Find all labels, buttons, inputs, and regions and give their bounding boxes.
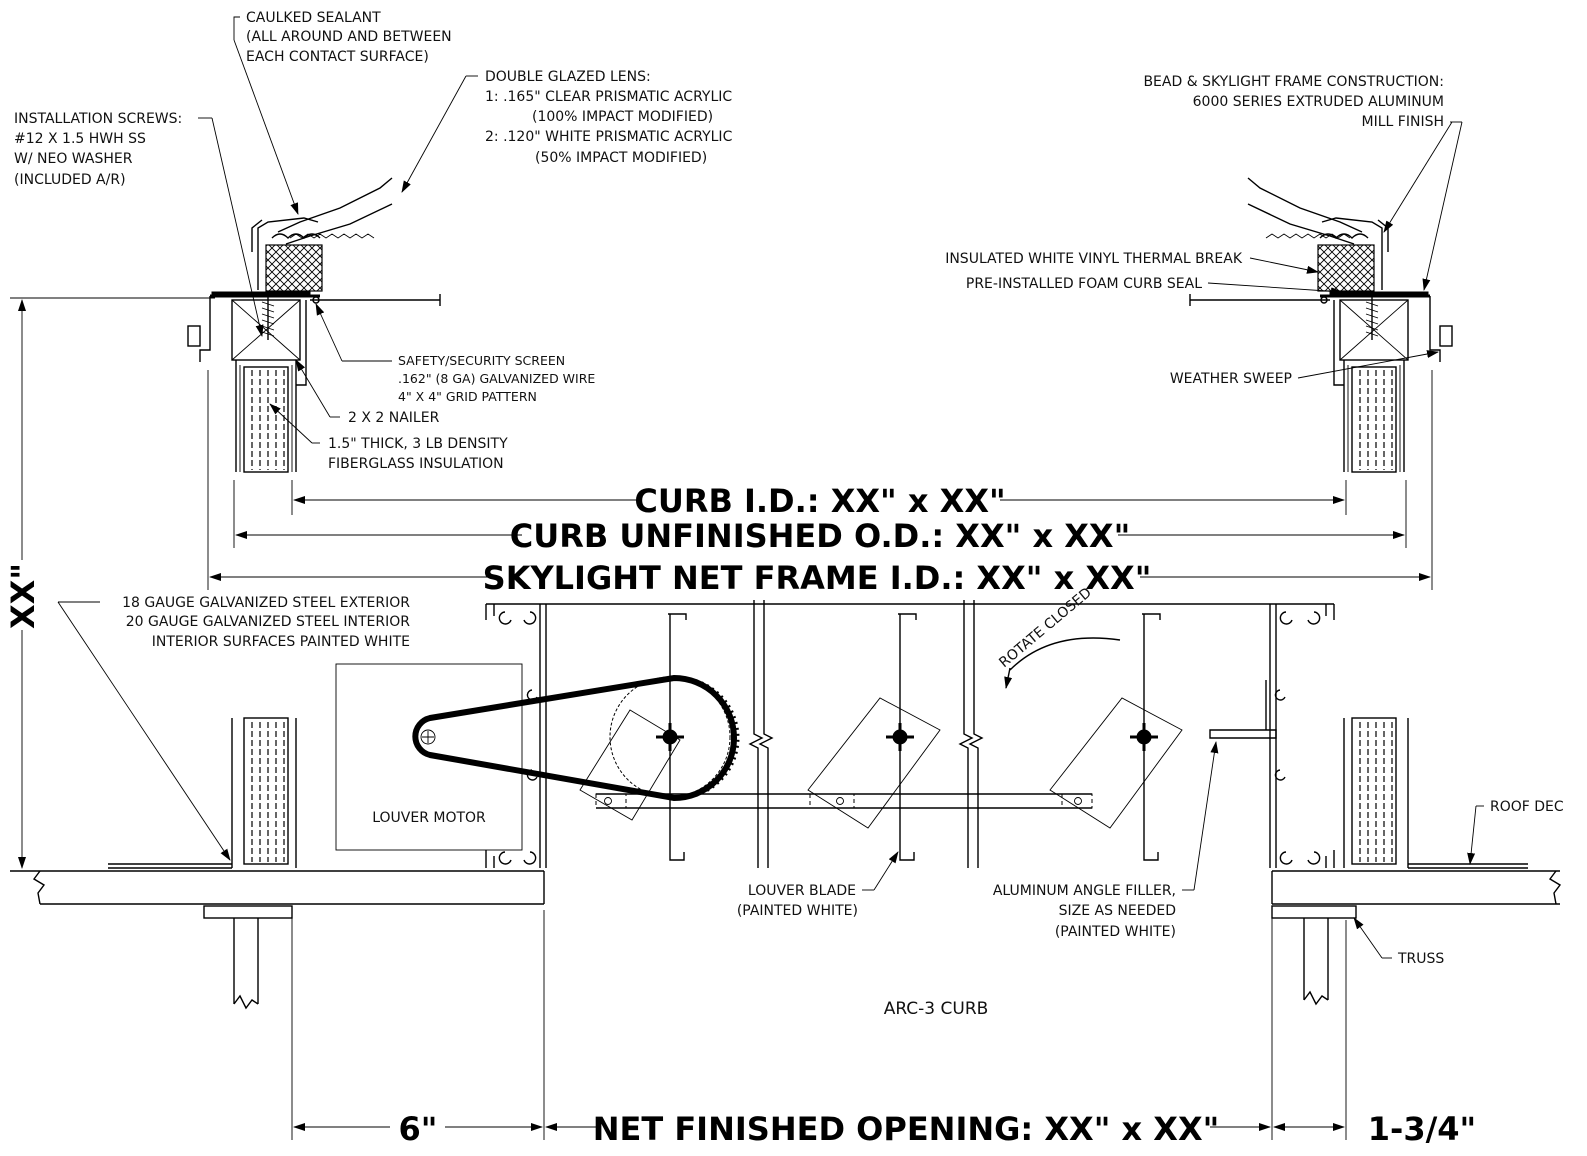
svg-text:FIBERGLASS INSULATION: FIBERGLASS INSULATION	[328, 456, 504, 472]
right-curb-detail	[1189, 177, 1453, 473]
curb-id-label: CURB I.D.: XX" x XX"	[634, 482, 1005, 520]
callout-double-glazed-lens: DOUBLE GLAZED LENS: 1: .165" CLEAR PRISM…	[485, 69, 733, 166]
callout-louver-blade: LOUVER BLADE (PAINTED WHITE)	[737, 883, 858, 919]
lower-left-curb	[108, 717, 297, 869]
svg-text:LOUVER BLADE: LOUVER BLADE	[748, 883, 856, 899]
svg-text:ALUMINUM ANGLE FILLER,: ALUMINUM ANGLE FILLER,	[993, 883, 1176, 899]
svg-text:(PAINTED WHITE): (PAINTED WHITE)	[737, 903, 858, 919]
right-offset-label: 1-3/4"	[1368, 1110, 1476, 1148]
callout-angle-filler: ALUMINUM ANGLE FILLER, SIZE AS NEEDED (P…	[993, 883, 1176, 940]
rotate-closed-label: ROTATE CLOSED	[996, 585, 1095, 671]
svg-text:(ALL AROUND AND BETWEEN: (ALL AROUND AND BETWEEN	[246, 29, 452, 45]
curb-od-dimension: CURB UNFINISHED O.D.: XX" x XX"	[233, 480, 1407, 555]
svg-text:SIZE AS NEEDED: SIZE AS NEEDED	[1059, 903, 1176, 919]
svg-text:BEAD & SKYLIGHT FRAME CONSTRUC: BEAD & SKYLIGHT FRAME CONSTRUCTION:	[1143, 74, 1444, 90]
callout-steel-gauge: 18 GAUGE GALVANIZED STEEL EXTERIOR 20 GA…	[122, 595, 410, 650]
louver-assembly: LOUVER MOTOR ROTATE CLOSED	[335, 585, 1335, 868]
left-curb-detail	[187, 177, 441, 473]
callout-nailer: 2 X 2 NAILER	[348, 410, 440, 426]
height-label: XX"	[4, 563, 42, 629]
pivot-hub-icon	[656, 723, 684, 751]
callout-caulked-sealant: CAULKED SEALANT (ALL AROUND AND BETWEEN …	[246, 10, 452, 65]
leader-lines	[57, 16, 1484, 959]
svg-text:(100% IMPACT MODIFIED): (100% IMPACT MODIFIED)	[532, 109, 713, 125]
curb-id-dimension: CURB I.D.: XX" x XX"	[291, 480, 1347, 520]
callout-roof-deck: ROOF DEC	[1490, 799, 1564, 815]
svg-text:.162" (8 GA) GALVANIZED WIRE: .162" (8 GA) GALVANIZED WIRE	[398, 371, 595, 386]
left-offset-label: 6"	[399, 1110, 438, 1148]
svg-text:1.5" THICK, 3 LB DENSITY: 1.5" THICK, 3 LB DENSITY	[328, 436, 508, 452]
callout-weather-sweep: WEATHER SWEEP	[1170, 371, 1292, 387]
callout-truss: TRUSS	[1397, 951, 1444, 967]
svg-text:18 GAUGE GALVANIZED STEEL EXTE: 18 GAUGE GALVANIZED STEEL EXTERIOR	[122, 595, 410, 611]
callout-insulation: 1.5" THICK, 3 LB DENSITY FIBERGLASS INSU…	[328, 436, 508, 472]
callout-safety-screen: SAFETY/SECURITY SCREEN .162" (8 GA) GALV…	[398, 353, 595, 404]
svg-text:4" X 4" GRID PATTERN: 4" X 4" GRID PATTERN	[398, 389, 537, 404]
svg-text:DOUBLE GLAZED LENS:: DOUBLE GLAZED LENS:	[485, 69, 651, 85]
svg-text:INTERIOR SURFACES PAINTED WHIT: INTERIOR SURFACES PAINTED WHITE	[152, 634, 410, 650]
callout-thermal-break: INSULATED WHITE VINYL THERMAL BREAK	[945, 251, 1243, 267]
svg-text:MILL FINISH: MILL FINISH	[1362, 114, 1444, 130]
curb-od-label: CURB UNFINISHED O.D.: XX" x XX"	[510, 517, 1131, 555]
drawing-caption: ARC-3 CURB	[884, 999, 989, 1019]
height-dimension: XX"	[4, 297, 215, 869]
callout-installation-screws: INSTALLATION SCREWS: #12 X 1.5 HWH SS W/…	[14, 111, 182, 188]
net-opening-label: NET FINISHED OPENING: XX" x XX"	[593, 1110, 1220, 1148]
callout-bead-frame: BEAD & SKYLIGHT FRAME CONSTRUCTION: 6000…	[1143, 74, 1444, 130]
svg-text:(50% IMPACT MODIFIED): (50% IMPACT MODIFIED)	[535, 150, 707, 166]
net-frame-label: SKYLIGHT NET FRAME I.D.: XX" x XX"	[483, 559, 1152, 597]
svg-text:(PAINTED WHITE): (PAINTED WHITE)	[1055, 924, 1176, 940]
svg-text:INSTALLATION SCREWS:: INSTALLATION SCREWS:	[14, 111, 182, 127]
lower-right-curb	[1343, 717, 1528, 869]
net-frame-dimension: SKYLIGHT NET FRAME I.D.: XX" x XX"	[207, 370, 1433, 597]
louver-motor-box	[335, 663, 523, 851]
callout-foam-seal: PRE-INSTALLED FOAM CURB SEAL	[966, 276, 1202, 292]
svg-text:EACH CONTACT SURFACE): EACH CONTACT SURFACE)	[246, 49, 429, 65]
louver-motor-label: LOUVER MOTOR	[372, 810, 486, 826]
svg-text:SAFETY/SECURITY SCREEN: SAFETY/SECURITY SCREEN	[398, 353, 565, 368]
svg-text:6000 SERIES EXTRUDED ALUMINUM: 6000 SERIES EXTRUDED ALUMINUM	[1193, 94, 1444, 110]
svg-text:20 GAUGE GALVANIZED STEEL INTE: 20 GAUGE GALVANIZED STEEL INTERIOR	[126, 614, 411, 630]
pivot-hub-icon	[1130, 723, 1158, 751]
svg-text:(INCLUDED A/R): (INCLUDED A/R)	[14, 172, 126, 188]
svg-text:#12 X 1.5 HWH SS: #12 X 1.5 HWH SS	[14, 131, 146, 147]
pivot-hub-icon	[886, 723, 914, 751]
svg-text:2: .120" WHITE PRISMATIC ACRY: 2: .120" WHITE PRISMATIC ACRYLIC	[485, 129, 733, 145]
chain-drive	[412, 674, 740, 802]
svg-text:CAULKED SEALANT: CAULKED SEALANT	[246, 10, 381, 26]
bottom-dimensions: 6" NET FINISHED OPENING: XX" x XX" 1-3/4…	[291, 910, 1476, 1148]
svg-text:W/ NEO WASHER: W/ NEO WASHER	[14, 151, 133, 167]
roof-deck	[10, 870, 1562, 1010]
svg-text:1: .165" CLEAR PRISMATIC ACRY: 1: .165" CLEAR PRISMATIC ACRYLIC	[485, 89, 732, 105]
